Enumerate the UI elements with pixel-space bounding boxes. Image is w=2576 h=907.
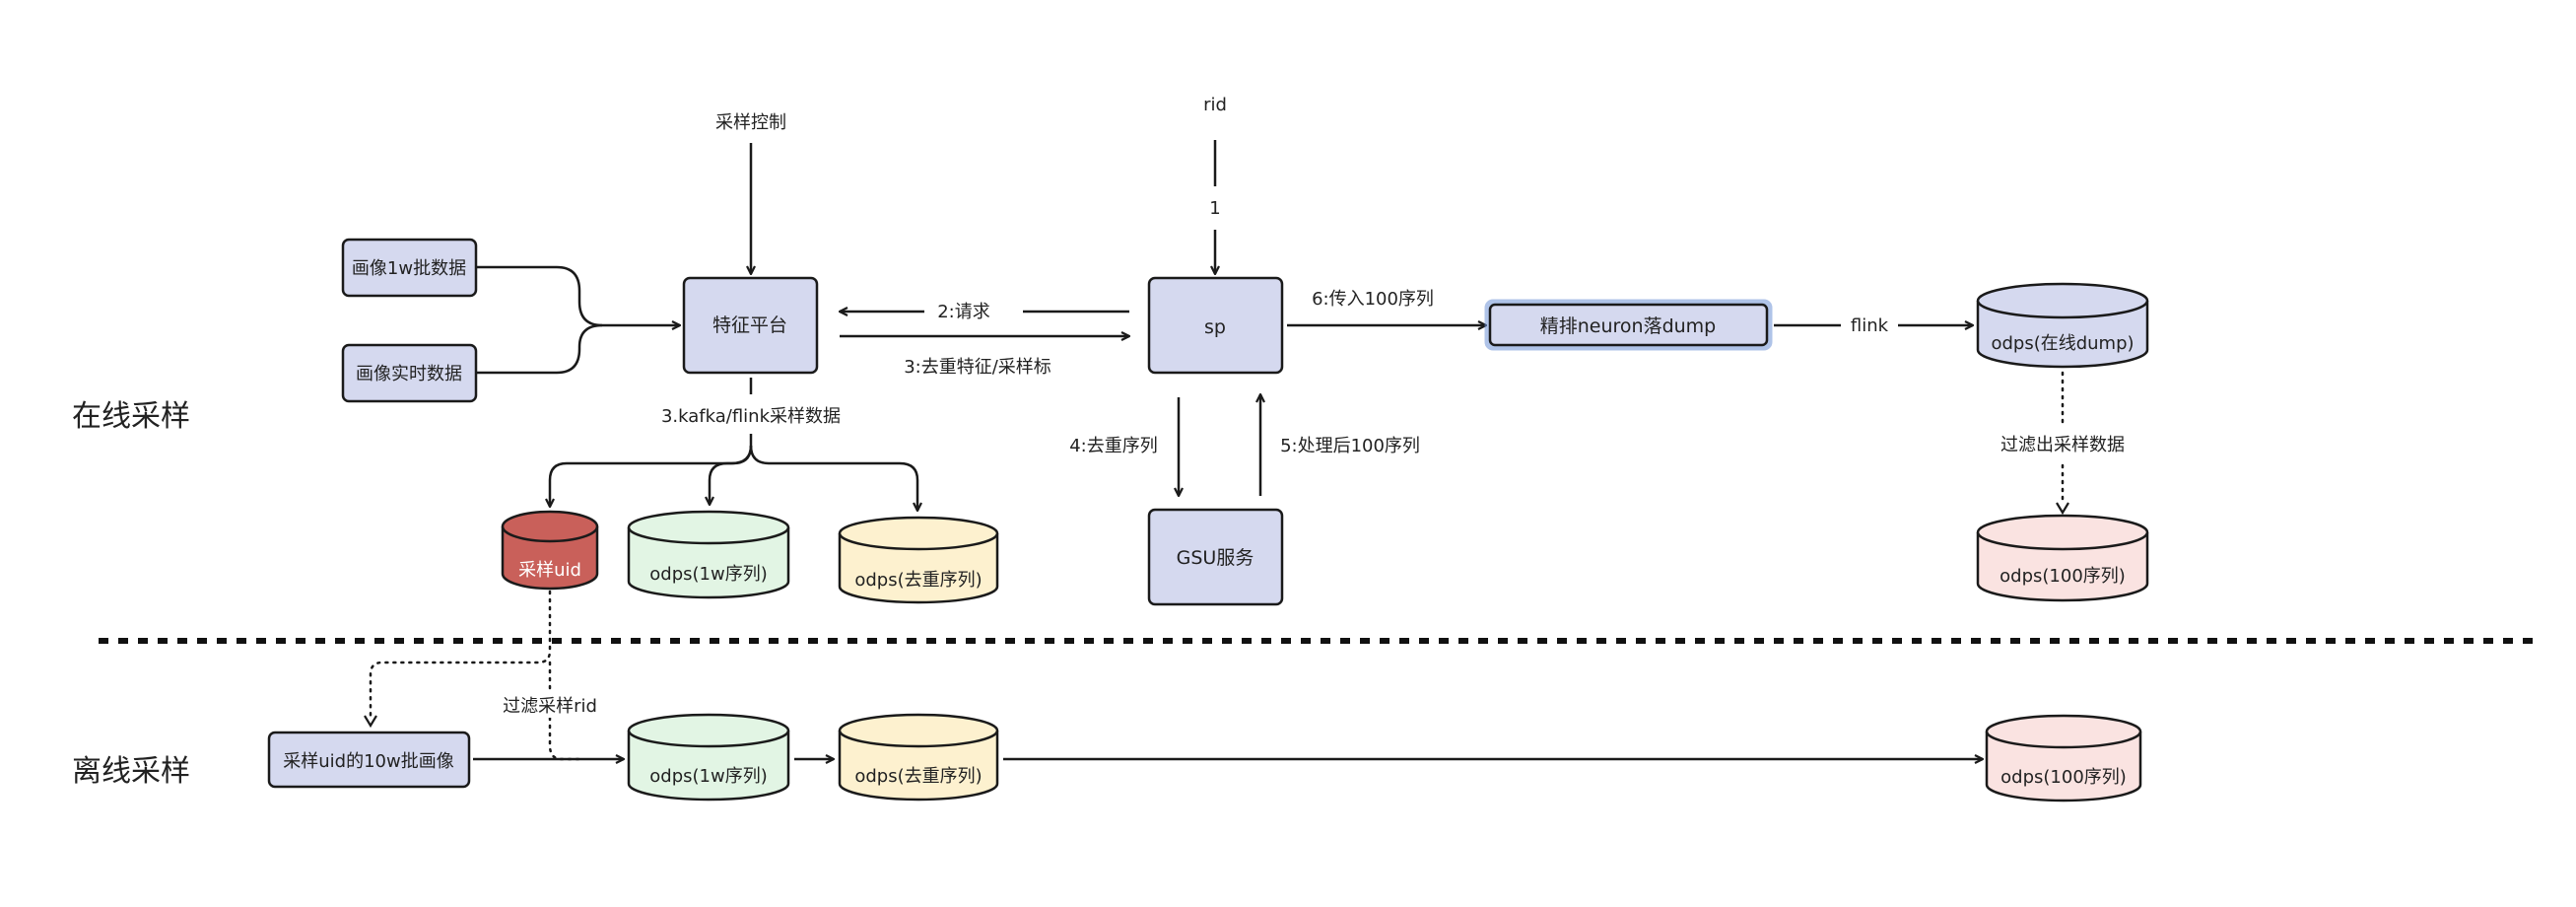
cylinder-odps-1w-offline: odps(1w序列): [627, 713, 790, 802]
box-feature-platform: 特征平台: [682, 276, 819, 375]
cylinder-odps-dedup-offline-label: odps(去重序列): [854, 766, 982, 787]
cylinder-odps-100-offline-label: odps(100序列): [2000, 767, 2127, 788]
cylinder-odps-online-dump: odps(在线dump): [1976, 282, 2149, 369]
arrow-to-odps-dedup: [749, 445, 917, 511]
cylinder-odps-100-online-label: odps(100序列): [2000, 566, 2126, 587]
section-label-offline: 离线采样: [72, 754, 190, 789]
box-sp-label: sp: [1204, 316, 1226, 338]
label-filter-sample: 过滤出采样数据: [2000, 435, 2125, 455]
label-filter-rid: 过滤采样rid: [503, 696, 597, 717]
cylinder-odps-1w-online-label: odps(1w序列): [649, 564, 767, 585]
cylinder-odps-100-online: odps(100序列): [1976, 514, 2149, 602]
label-step2: 2:请求: [937, 302, 990, 322]
box-portrait-batch-label: 画像1w批数据: [352, 258, 466, 279]
merge-arrow: [476, 265, 680, 325]
label-step6: 6:传入100序列: [1312, 289, 1434, 310]
box-rank-dump-label: 精排neuron落dump: [1540, 315, 1717, 337]
box-portrait-realtime-label: 画像实时数据: [356, 364, 462, 384]
label-step1: 1: [1209, 198, 1220, 219]
cylinder-odps-dedup-online: odps(去重序列): [838, 516, 999, 604]
box-sp: sp: [1147, 276, 1284, 375]
arrow-sampled-uid-to-batch-head: [364, 715, 377, 729]
box-rank-dump: 精排neuron落dump: [1484, 299, 1773, 351]
box-feature-platform-label: 特征平台: [712, 314, 787, 336]
box-gsu: GSU服务: [1147, 508, 1284, 606]
arrow-to-sampled-uid: [550, 434, 753, 507]
cylinder-odps-dedup-offline: odps(去重序列): [838, 713, 999, 802]
box-sampled-uid-batch-label: 采样uid的10w批画像: [283, 751, 453, 772]
box-portrait-realtime: 画像实时数据: [341, 343, 478, 403]
box-gsu-label: GSU服务: [1177, 547, 1254, 569]
label-step4: 4:去重序列: [1069, 436, 1158, 456]
cylinder-odps-online-dump-label: odps(在线dump): [1991, 333, 2134, 354]
arrow-sampled-uid-to-batch: [369, 590, 552, 720]
cylinder-odps-dedup-online-label: odps(去重序列): [854, 570, 982, 591]
arrow-to-odps-1w: [710, 445, 753, 505]
label-rid: rid: [1203, 95, 1227, 115]
box-portrait-batch: 画像1w批数据: [341, 238, 478, 298]
cylinder-odps-1w-online: odps(1w序列): [627, 510, 790, 599]
cylinder-odps-100-offline: odps(100序列): [1985, 714, 2142, 802]
label-sample-control: 采样控制: [715, 112, 786, 133]
label-kafka: 3.kafka/flink采样数据: [661, 406, 841, 427]
label-step3: 3:去重特征/采样标: [904, 357, 1051, 378]
merge-arrow-lower: [476, 323, 603, 375]
label-step2-bg: [924, 298, 1023, 325]
section-label-online: 在线采样: [72, 399, 190, 434]
cylinder-sampled-uid: 采样uid: [501, 510, 599, 591]
arrow-filter-head: [2056, 502, 2069, 516]
label-step5: 5:处理后100序列: [1280, 436, 1420, 456]
cylinder-odps-1w-offline-label: odps(1w序列): [649, 766, 767, 787]
cylinder-sampled-uid-label: 采样uid: [518, 560, 581, 581]
box-sampled-uid-batch: 采样uid的10w批画像: [267, 731, 471, 789]
label-filter-rid-bg: [495, 690, 605, 718]
label-flink: flink: [1851, 315, 1889, 336]
